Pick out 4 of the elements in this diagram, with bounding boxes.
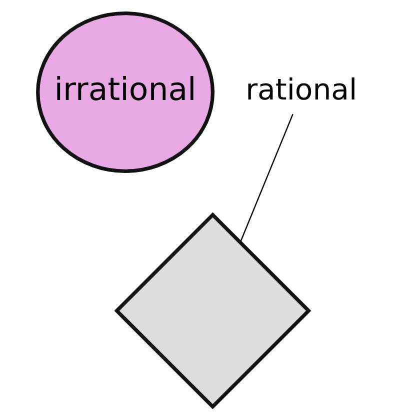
node-diamond xyxy=(114,212,312,410)
node-text: rational xyxy=(246,72,358,107)
connector xyxy=(240,114,294,243)
node-circle: irrational xyxy=(36,11,215,173)
